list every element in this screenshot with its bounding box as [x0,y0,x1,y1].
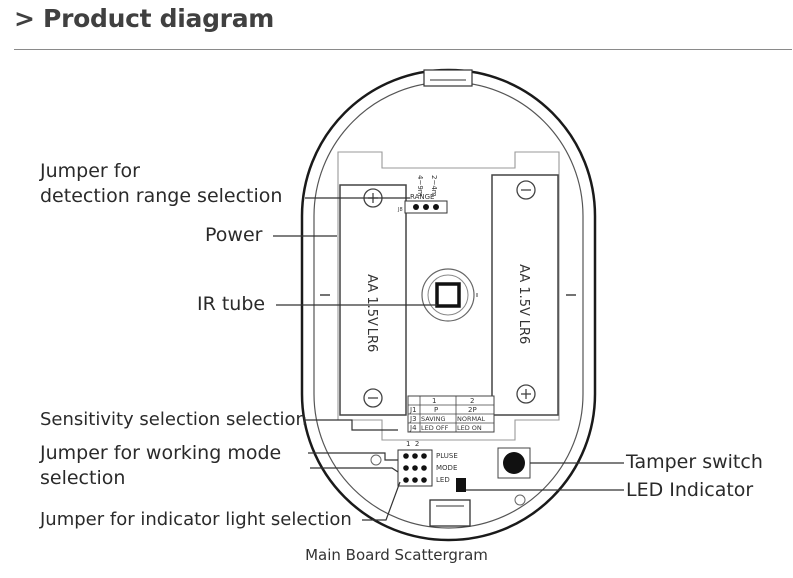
table-r1-c1: P [434,406,438,414]
range-opt-2: 2~4m [430,175,438,197]
battery-left-label-2: LR6 [364,328,379,353]
battery-right-label-1: AA 1.5V [516,264,531,316]
diagram-caption: Main Board Scattergram [305,546,488,564]
table-r3-c1: LED OFF [421,424,449,432]
page-title: > Product diagram [14,4,275,33]
range-label: RANGE [410,193,434,201]
table-r2-c2: NORMAL [457,415,486,423]
top-notch [423,69,473,87]
table-r1-c0: J1 [409,406,417,414]
callout-working-mode: Jumper for working mode selection [40,441,281,491]
board-outline [337,151,560,441]
table-r2-c0: J3 [409,415,417,423]
table-r3-c0: J4 [409,424,417,432]
jumper-col-labels: 1 2 [406,440,419,448]
mode-table [407,395,495,433]
callout-working-mode-line1: Jumper for working mode [40,442,282,464]
range-pin-label: J8 [397,207,403,213]
ir-tube [421,268,478,322]
callout-indicator-jumper: Jumper for indicator light selection [40,509,352,530]
callout-sensitivity: Sensitivity selection selection [40,409,307,430]
table-r1-c2: 2P [468,406,477,414]
header-divider [14,49,792,50]
bottom-clip [429,499,471,527]
range-opt-1: 4~9m [416,175,424,197]
battery-left-label-1: AA 1.5V [364,274,379,326]
jumper-row-pluse: PLUSE [436,452,458,460]
battery-left [339,184,407,416]
jumper-row-led: LED [436,476,450,484]
callout-tamper-switch: Tamper switch [626,451,763,473]
table-r2-c1: SAVING [421,415,446,423]
callout-jumper-range-line2: detection range selection [40,185,283,207]
table-head-1: 1 [432,397,436,405]
led-indicator [456,478,466,492]
battery-right-label-2: LR6 [516,320,531,345]
battery-right [491,174,559,416]
callout-jumper-range-line1: Jumper for [40,160,140,182]
jumper-row-mode: MODE [436,464,457,472]
leader-lines [273,197,624,521]
tamper-switch [503,452,525,474]
callout-working-mode-line2: selection [40,467,126,489]
callout-power: Power [205,224,263,246]
callout-led-indicator: LED Indicator [626,479,754,501]
callout-ir-tube: IR tube [197,293,266,315]
callout-jumper-range: Jumper for detection range selection [40,159,282,209]
table-r3-c2: LED ON [457,424,482,432]
table-head-2: 2 [470,397,474,405]
